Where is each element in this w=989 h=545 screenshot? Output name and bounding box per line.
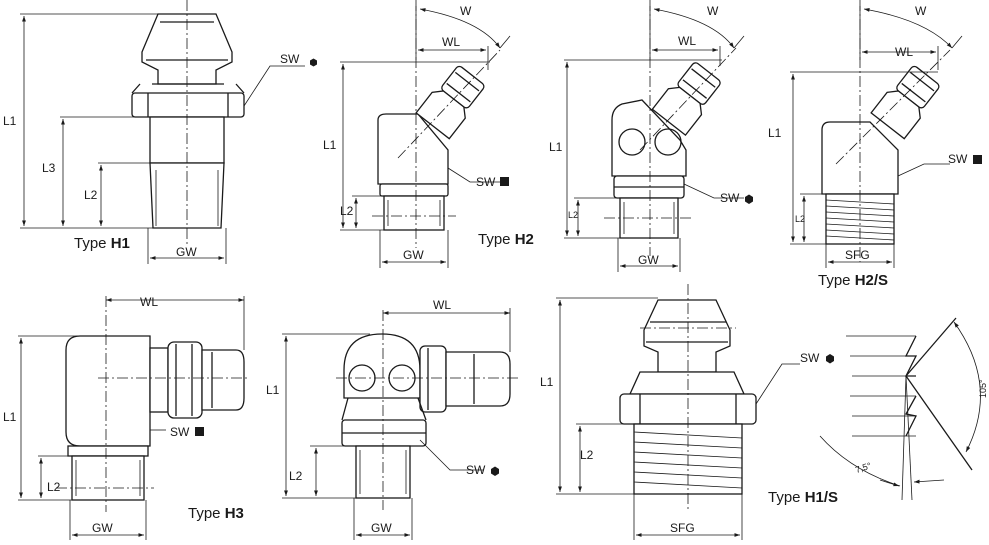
- flank-angle-label: 7,5°: [854, 460, 873, 475]
- h1s-sfg-label: SFG: [670, 521, 695, 535]
- h2s-w-label: W: [915, 4, 927, 18]
- h2-wl-label: WL: [442, 35, 460, 49]
- type-h1s-caption: Type H1/S: [768, 489, 838, 506]
- h2-sw-label: SW: [476, 175, 496, 189]
- hexagon-icon: [745, 194, 753, 204]
- h1-gw-label: GW: [176, 245, 197, 259]
- square-icon: [500, 177, 509, 186]
- square-icon: [973, 155, 982, 164]
- h2s-l1-label: L1: [768, 126, 782, 140]
- thread-angle-label: 105°: [978, 379, 988, 398]
- h2hex-w-label: W: [707, 4, 719, 18]
- type-h2-caption: Type H2: [478, 231, 534, 248]
- type-h1-caption: Type H1: [74, 235, 130, 252]
- h3-gw-label: GW: [92, 521, 113, 535]
- h3-sw-label: SW: [170, 425, 190, 439]
- h2-w-label: W: [460, 4, 472, 18]
- h2s-l2-label: L2: [795, 214, 805, 224]
- type-h4-drawing: WL L1 L2 GW SW: [266, 298, 518, 540]
- h2hex-wl-label: WL: [678, 34, 696, 48]
- h2-l1-label: L1: [323, 138, 337, 152]
- h2s-sw-label: SW: [948, 152, 968, 166]
- h1s-l1-label: L1: [540, 375, 554, 389]
- h2s-wl-label: WL: [895, 45, 913, 59]
- h4-l1-label: L1: [266, 383, 280, 397]
- h4-l2-label: L2: [289, 469, 303, 483]
- h3-l2-label: L2: [47, 480, 61, 494]
- hexagon-icon: [491, 466, 499, 476]
- h1-sw-label: SW: [280, 52, 300, 66]
- h2hex-sw-label: SW: [720, 191, 740, 205]
- h4-wl-label: WL: [433, 298, 451, 312]
- h2-gw-label: GW: [403, 248, 424, 262]
- h1-l2-label: L2: [84, 188, 98, 202]
- square-icon: [195, 427, 204, 436]
- h2s-sfg-label: SFG: [845, 248, 870, 262]
- h1-l3-label: L3: [42, 161, 56, 175]
- type-h2s-caption: Type H2/S: [818, 272, 888, 289]
- type-h3-caption: Type H3: [188, 505, 244, 522]
- type-h2-drawing: W WL L1 L2 GW SW Type H2: [323, 0, 534, 268]
- h3-wl-label: WL: [140, 295, 158, 309]
- type-h2s-drawing: W WL L1 L2 SFG SW Type H2/S: [768, 0, 982, 289]
- type-h2-hex-drawing: W WL L1 L2 GW SW: [549, 0, 753, 272]
- h2hex-l2-label: L2: [568, 210, 578, 220]
- h4-gw-label: GW: [371, 521, 392, 535]
- h2hex-gw-label: GW: [638, 253, 659, 267]
- hexagon-icon: [310, 58, 317, 67]
- thread-detail-drawing: 105° 7,5°: [819, 317, 988, 501]
- h3-l1-label: L1: [3, 410, 17, 424]
- hexagon-icon: [826, 354, 834, 364]
- h1-l1-label: L1: [3, 114, 17, 128]
- h2-l2-label: L2: [340, 204, 354, 218]
- h1s-sw-label: SW: [800, 351, 820, 365]
- h1s-l2-label: L2: [580, 448, 594, 462]
- h4-sw-label: SW: [466, 463, 486, 477]
- type-h1s-drawing: L1 L2 SFG SW Type H1/S: [540, 284, 838, 540]
- h2hex-l1-label: L1: [549, 140, 563, 154]
- type-h1-drawing: L1 L3 L2 GW SW Type H1: [3, 0, 317, 264]
- type-h3-drawing: WL L1 L2 GW SW Type H3: [3, 295, 250, 540]
